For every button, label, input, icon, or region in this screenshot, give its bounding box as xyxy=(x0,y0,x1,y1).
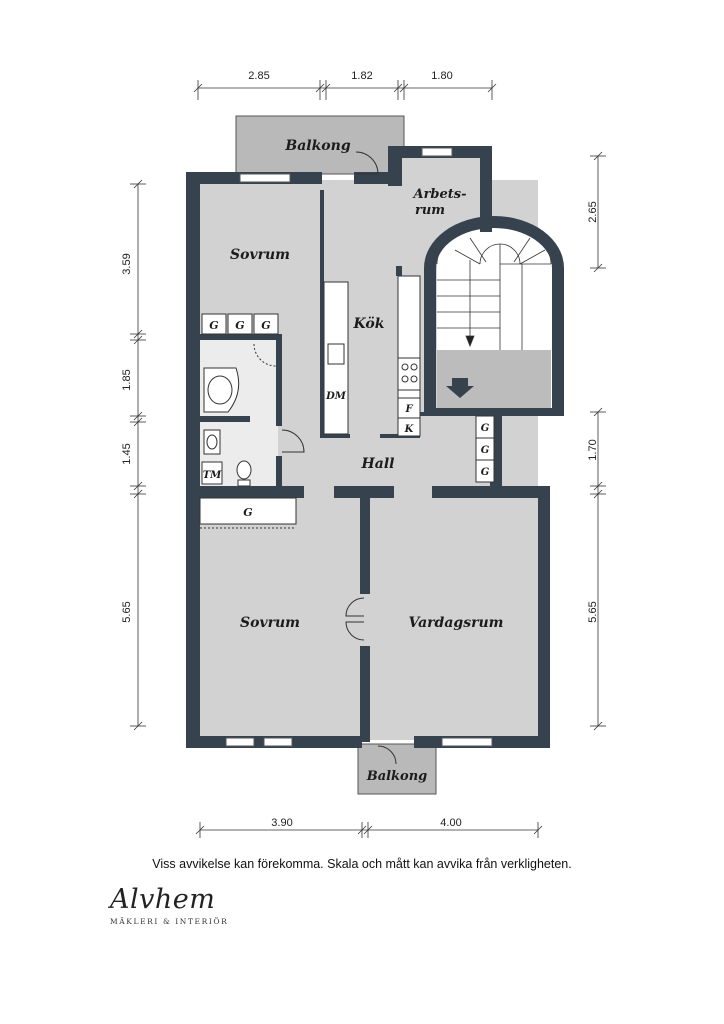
dim-bottom-2: 4.00 xyxy=(440,817,461,829)
dim-bottom-1: 3.90 xyxy=(271,817,292,829)
dim-right-3: 5.65 xyxy=(587,601,599,622)
dim-left-3: 1.45 xyxy=(121,443,133,464)
room-label-kok: Kök xyxy=(353,316,385,332)
wardrobe-label: G xyxy=(235,319,244,332)
room-label-vardagsrum: Vardagsrum xyxy=(409,615,504,631)
entrance-arrow-icon xyxy=(446,378,474,398)
logo-name: Alvhem xyxy=(110,884,216,915)
wardrobe-label: G xyxy=(481,423,490,434)
wardrobe-label: G xyxy=(481,467,490,478)
room-labels: Balkong Arbets- rum Sovrum Kök Hall Sovr… xyxy=(230,138,503,784)
wardrobe-label: G xyxy=(481,445,490,456)
room-label-hall: Hall xyxy=(361,456,395,472)
doors xyxy=(253,151,397,765)
dim-right-2: 1.70 xyxy=(587,439,599,460)
logo-tagline: MÄKLERI & INTERIÖR xyxy=(110,917,229,926)
wardrobe-label: G xyxy=(243,506,252,519)
room-label-balkong-bottom: Balkong xyxy=(366,769,428,784)
dim-right-1: 2.65 xyxy=(587,201,599,222)
fixture-labels: G G G G G G G DM F K TM xyxy=(203,319,490,519)
dim-top-1: 2.85 xyxy=(248,70,269,82)
washer-label: TM xyxy=(203,470,222,481)
freezer-label: K xyxy=(404,424,415,435)
wardrobes xyxy=(199,313,495,529)
walls xyxy=(186,146,564,748)
dim-left-1: 3.59 xyxy=(121,253,133,274)
room-label-sovrum-top: Sovrum xyxy=(230,247,290,263)
dim-top-2: 1.82 xyxy=(351,70,372,82)
room-label-arbetsrum: Arbets- xyxy=(411,187,466,202)
dim-top-3: 1.80 xyxy=(431,70,452,82)
bathroom-fixtures xyxy=(201,367,252,487)
dim-left-2: 1.85 xyxy=(121,369,133,390)
fridge-label: F xyxy=(404,404,413,415)
room-label-balkong-top: Balkong xyxy=(284,138,350,154)
balcony-bottom-floor xyxy=(357,743,437,795)
floor-plan: G G G G G G G DM F K TM Balkong Arbets- … xyxy=(121,70,606,838)
kitchen-counters xyxy=(323,275,421,437)
room-label-arbetsrum-2: rum xyxy=(415,203,445,218)
alvhem-logo: Alvhem MÄKLERI & INTERIÖR xyxy=(110,886,228,926)
dimension-labels: 2.85 1.82 1.80 3.59 1.85 1.45 5.65 2.65 … xyxy=(121,70,599,829)
dishwasher-label: DM xyxy=(325,391,347,402)
room-label-sovrum-bottom: Sovrum xyxy=(240,615,300,631)
wardrobe-label: G xyxy=(261,319,270,332)
dim-left-4: 5.65 xyxy=(121,601,133,622)
stair-white-area xyxy=(437,264,551,350)
dimension-lines xyxy=(130,80,606,838)
disclaimer-text: Viss avvikelse kan förekomma. Skala och … xyxy=(152,857,572,871)
wardrobe-label: G xyxy=(209,319,218,332)
windows xyxy=(225,147,493,747)
